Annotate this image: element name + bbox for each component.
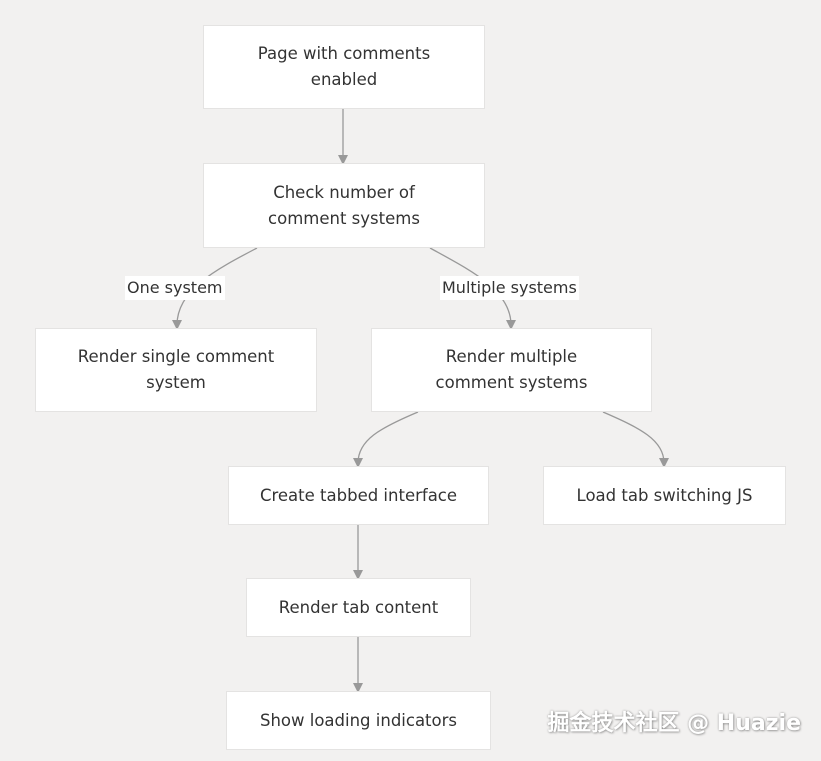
edge-label-one-system: One system <box>125 276 225 300</box>
node-render-single: Render single comment system <box>35 328 317 412</box>
node-create-tabbed: Create tabbed interface <box>228 466 489 525</box>
edge-multiple-to-js <box>602 411 669 468</box>
node-check-number: Check number of comment systems <box>203 163 485 248</box>
node-show-loading: Show loading indicators <box>226 691 491 750</box>
node-load-js: Load tab switching JS <box>543 466 786 525</box>
edge-label-multiple-systems: Multiple systems <box>440 276 579 300</box>
node-render-tab-content: Render tab content <box>246 578 471 637</box>
node-page-with-comments: Page with comments enabled <box>203 25 485 109</box>
node-render-multiple: Render multiple comment systems <box>371 328 652 412</box>
edge-multiple-to-tabbed <box>353 411 419 468</box>
watermark-text: 掘金技术社区 @ Huazie <box>547 711 801 736</box>
